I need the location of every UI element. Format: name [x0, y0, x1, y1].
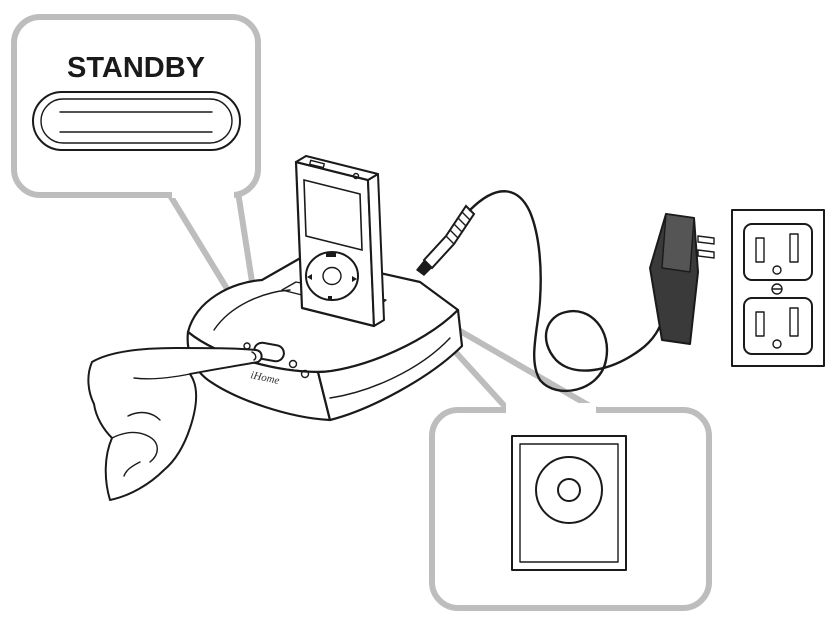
- fast-forward-icon: [352, 276, 357, 282]
- power-cable: [416, 190, 666, 393]
- media-player: [294, 155, 385, 328]
- cable-cord: [468, 190, 666, 393]
- wall-outlet: [731, 209, 825, 367]
- adapter-prong-top: [697, 235, 715, 245]
- standby-callout-box: [11, 14, 261, 198]
- dc-jack-inner: [557, 478, 581, 502]
- rear-callout-box: [429, 407, 712, 611]
- outlet-bottom: [743, 297, 813, 355]
- volume-up-button[interactable]: [300, 369, 310, 379]
- dc-jack-outer: [535, 456, 603, 524]
- rewind-icon: [307, 274, 312, 280]
- headphone-jack: [352, 172, 360, 180]
- brand-mark: iHome: [249, 369, 280, 387]
- volume-down-button[interactable]: [288, 359, 298, 369]
- standby-button-enlarged: [32, 91, 241, 151]
- standby-label: STANDBY: [67, 52, 205, 84]
- ac-adapter: [649, 213, 715, 345]
- outlet-screw: [771, 283, 783, 295]
- rear-view-callout: [407, 299, 712, 611]
- adapter-prong-bottom: [697, 249, 715, 259]
- hold-switch: [309, 159, 325, 169]
- menu-marker: [326, 253, 336, 257]
- outlet-top: [743, 223, 813, 281]
- player-screen: [303, 178, 363, 252]
- dc-jack-panel: [511, 435, 627, 571]
- hand-pointing: [87, 347, 263, 501]
- dc-plug: [422, 204, 476, 270]
- center-button: [322, 266, 342, 286]
- play-pause-icon: [328, 296, 332, 300]
